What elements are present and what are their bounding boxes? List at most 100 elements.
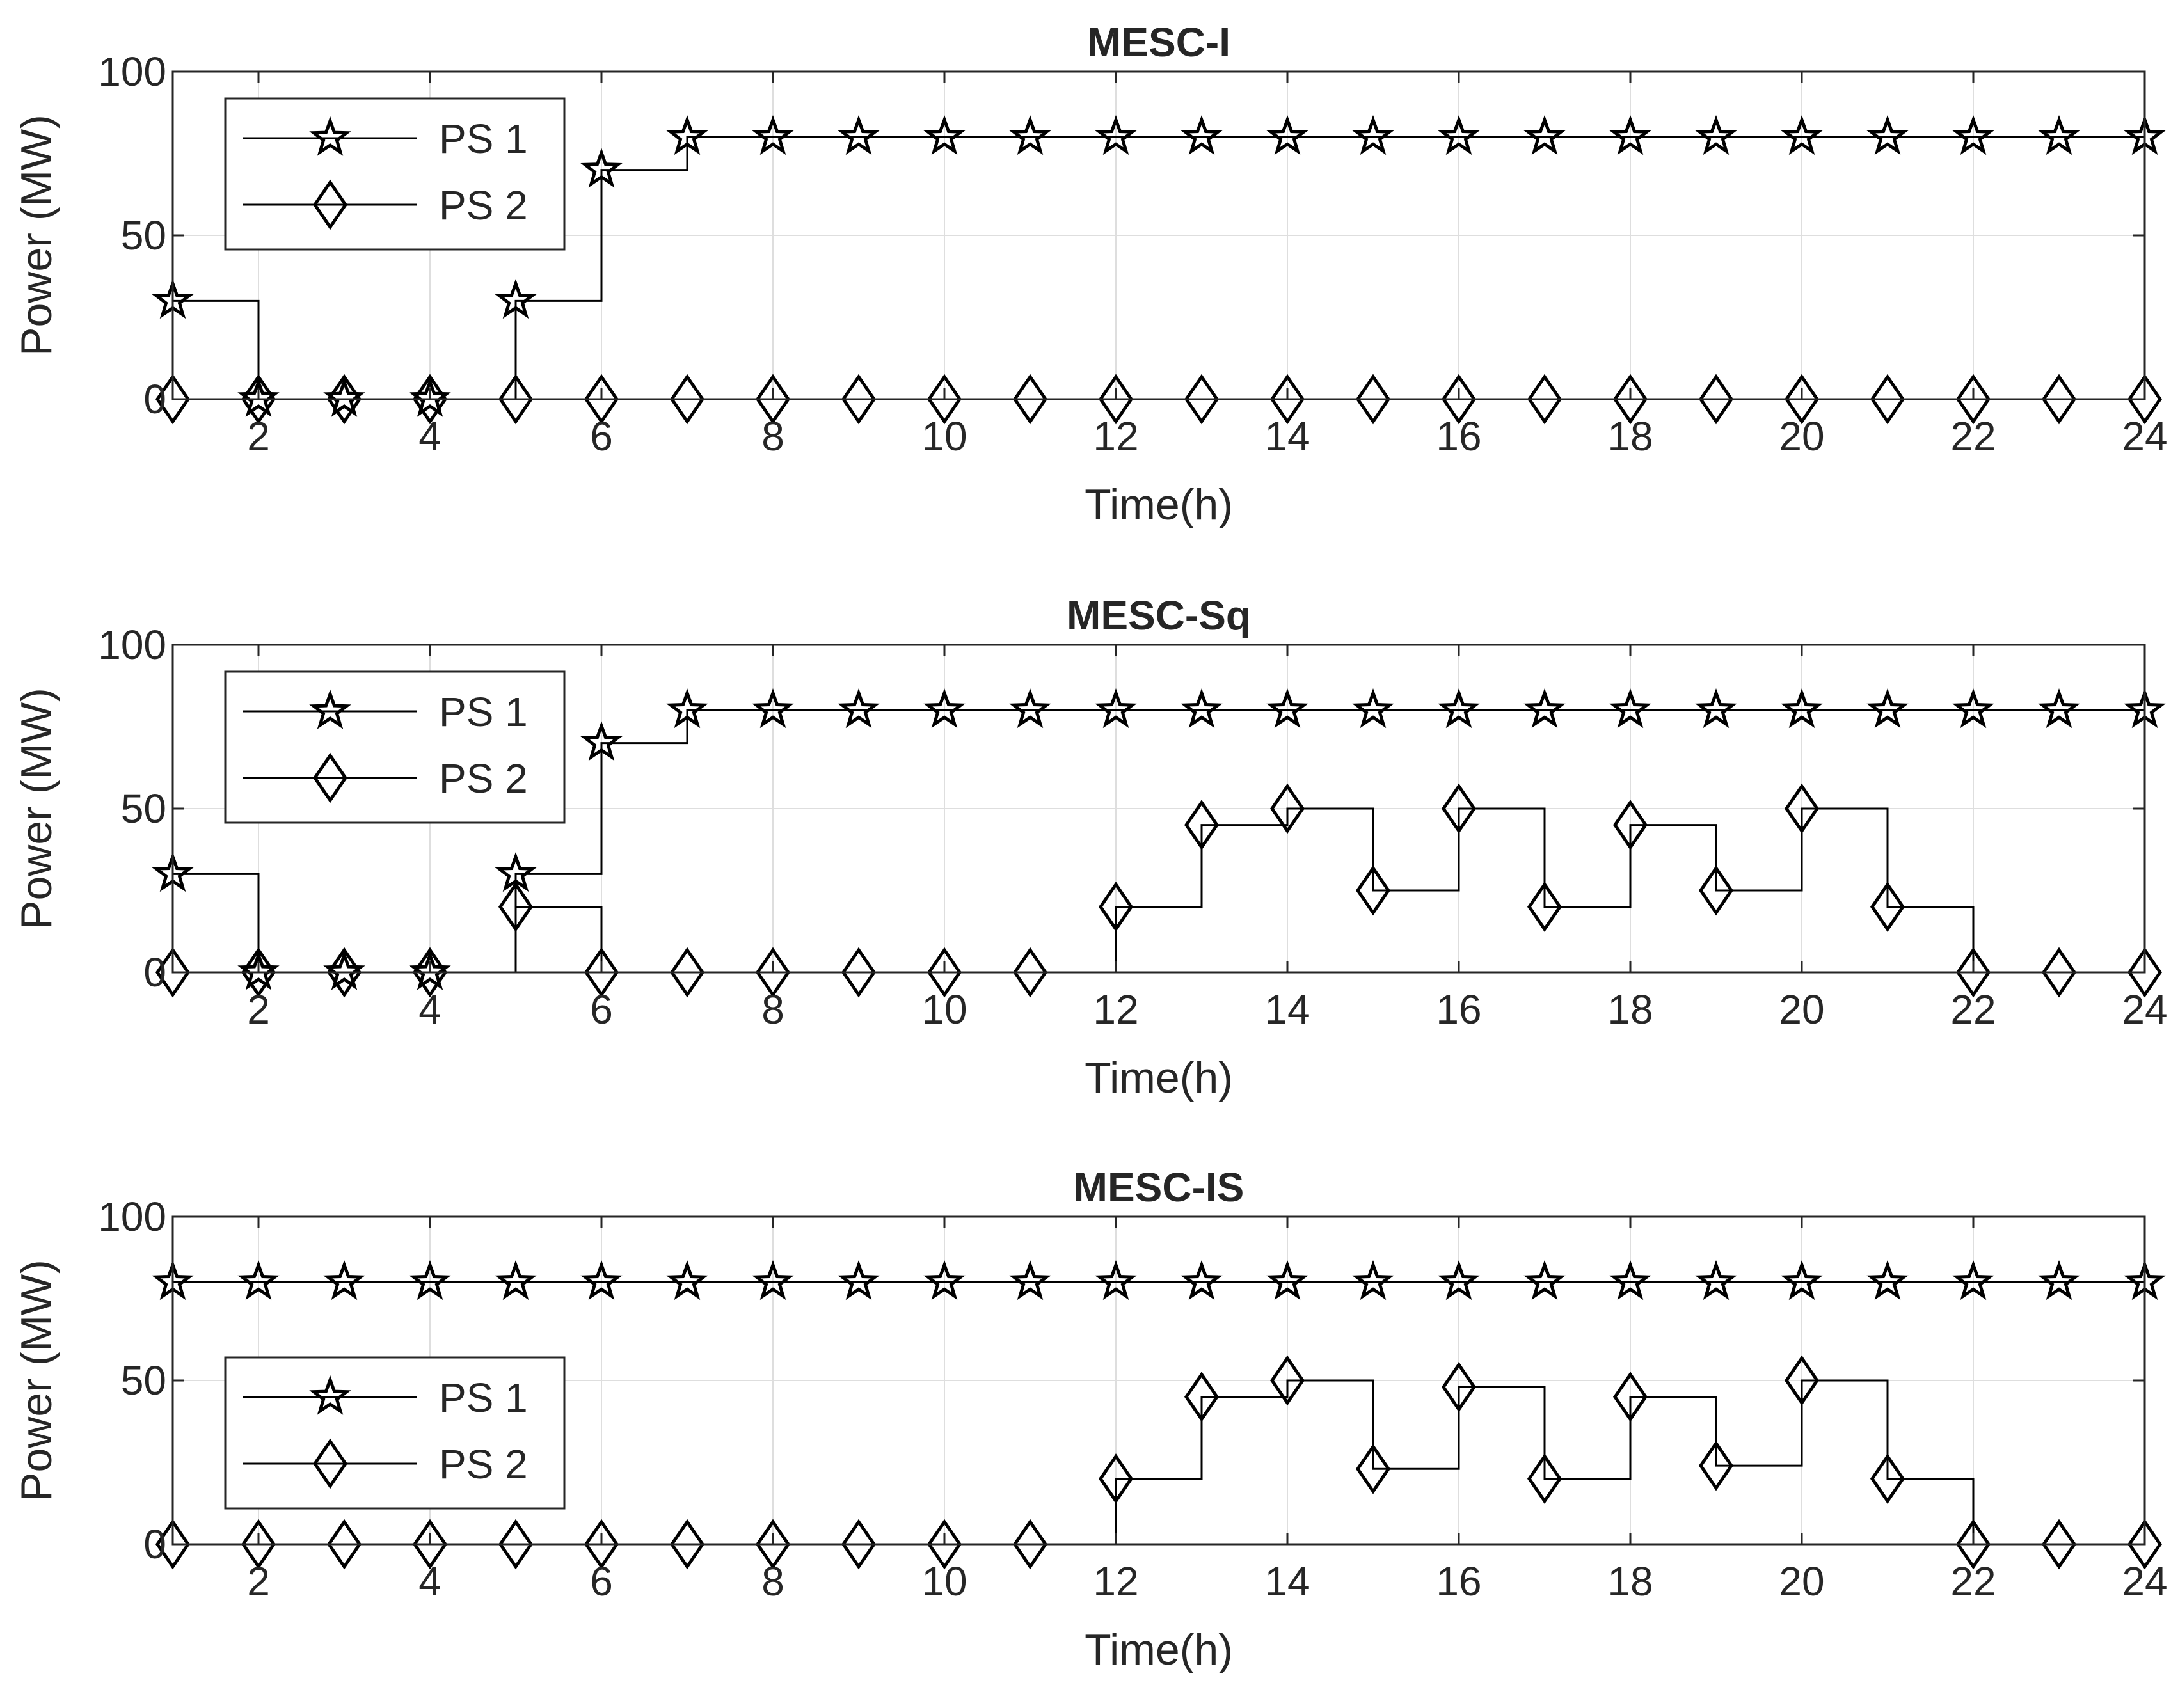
star-marker <box>752 688 794 729</box>
diamond-marker <box>326 374 362 425</box>
x-tick-label: 12 <box>1093 1558 1138 1604</box>
diamond-marker <box>1098 882 1134 933</box>
diamond-marker <box>1441 1361 1477 1412</box>
star-marker <box>1095 115 1137 155</box>
star-marker <box>1352 1260 1394 1301</box>
star-marker <box>923 115 966 155</box>
diamond-marker <box>669 374 705 425</box>
x-tick-label: 16 <box>1436 413 1481 459</box>
diamond-marker <box>1955 947 1991 998</box>
diamond-marker <box>1698 374 1734 425</box>
x-tick-label: 18 <box>1607 986 1653 1032</box>
diamond-marker <box>412 1519 448 1570</box>
star-marker <box>1438 1260 1480 1301</box>
star-marker <box>1866 1260 1909 1301</box>
diamond-marker <box>1527 1453 1563 1505</box>
x-tick-label: 14 <box>1264 1558 1310 1604</box>
legend: PS 1PS 2 <box>224 97 566 251</box>
y-tick-label: 50 <box>121 1357 166 1404</box>
x-tick-label: 10 <box>921 1558 967 1604</box>
x-tick-label: 22 <box>1950 986 1996 1032</box>
star-marker <box>666 1260 708 1301</box>
y-tick-label: 50 <box>121 786 166 832</box>
star-marker <box>752 1260 794 1301</box>
diamond-marker <box>1527 882 1563 933</box>
star-marker <box>1181 115 1223 155</box>
x-tick-label: 24 <box>2122 413 2167 459</box>
star-marker <box>838 115 880 155</box>
star-marker <box>1781 115 1823 155</box>
x-tick-label: 16 <box>1436 986 1481 1032</box>
star-marker <box>838 1260 880 1301</box>
x-tick-label: 6 <box>590 986 613 1032</box>
y-tick-label: 0 <box>143 949 166 995</box>
x-tick-label: 8 <box>761 413 784 459</box>
x-tick-label: 6 <box>590 1558 613 1604</box>
diamond-marker <box>1184 374 1220 425</box>
diamond-marker <box>1012 374 1048 425</box>
star-marker <box>1609 688 1651 729</box>
x-tick-label: 2 <box>247 986 270 1032</box>
x-tick-label: 2 <box>247 413 270 459</box>
diamond-marker <box>2041 374 2077 425</box>
x-tick-label: 20 <box>1779 1558 1824 1604</box>
diamond-marker <box>755 1519 791 1570</box>
legend: PS 1PS 2 <box>224 670 566 824</box>
x-axis-label: Time(h) <box>1085 1625 1233 1674</box>
diamond-marker <box>1612 800 1648 851</box>
y-tick-label: 0 <box>143 376 166 422</box>
star-marker <box>580 1260 623 1301</box>
star-marker <box>838 688 880 729</box>
diamond-marker <box>241 1519 276 1570</box>
legend-star-icon <box>309 116 351 156</box>
legend-label: PS 2 <box>439 755 528 802</box>
star-marker <box>1266 1260 1308 1301</box>
diamond-marker <box>498 1519 534 1570</box>
star-marker <box>323 1260 365 1301</box>
star-marker <box>1438 688 1480 729</box>
star-marker <box>752 115 794 155</box>
diamond-marker <box>926 1519 962 1570</box>
star-marker <box>1523 1260 1566 1301</box>
star-marker <box>1181 688 1223 729</box>
diamond-marker <box>1784 1355 1820 1406</box>
chart-title: MESC-I <box>1087 19 1230 65</box>
x-tick-label: 20 <box>1779 413 1824 459</box>
x-tick-label: 20 <box>1779 986 1824 1032</box>
diamond-marker <box>1955 374 1991 425</box>
diamond-marker <box>2127 1519 2163 1570</box>
star-marker <box>1609 115 1651 155</box>
star-marker <box>580 148 623 188</box>
star-marker <box>1952 688 1994 729</box>
diamond-marker <box>1184 800 1220 851</box>
star-marker <box>1952 115 1994 155</box>
x-tick-label: 4 <box>418 413 441 459</box>
star-marker <box>1523 115 1566 155</box>
diamond-marker <box>412 374 448 425</box>
star-marker <box>495 279 537 319</box>
diamond-marker <box>584 1519 619 1570</box>
diamond-marker <box>1870 882 1905 933</box>
diamond-marker <box>1098 374 1134 425</box>
diamond-marker <box>1612 374 1648 425</box>
star-marker <box>1181 1260 1223 1301</box>
diamond-marker <box>1098 1453 1134 1505</box>
x-tick-label: 16 <box>1436 1558 1481 1604</box>
star-marker <box>1266 688 1308 729</box>
diamond-marker <box>1870 374 1905 425</box>
legend-box <box>224 670 566 824</box>
star-marker <box>923 1260 966 1301</box>
legend-star-icon <box>309 689 351 729</box>
y-tick-label: 100 <box>98 1194 166 1240</box>
diamond-marker <box>841 947 877 998</box>
star-marker <box>237 1260 280 1301</box>
diamond-marker <box>2041 947 2077 998</box>
star-marker <box>1352 115 1394 155</box>
star-marker <box>666 688 708 729</box>
star-marker <box>1866 115 1909 155</box>
star-marker <box>2038 1260 2080 1301</box>
star-marker <box>1695 1260 1737 1301</box>
